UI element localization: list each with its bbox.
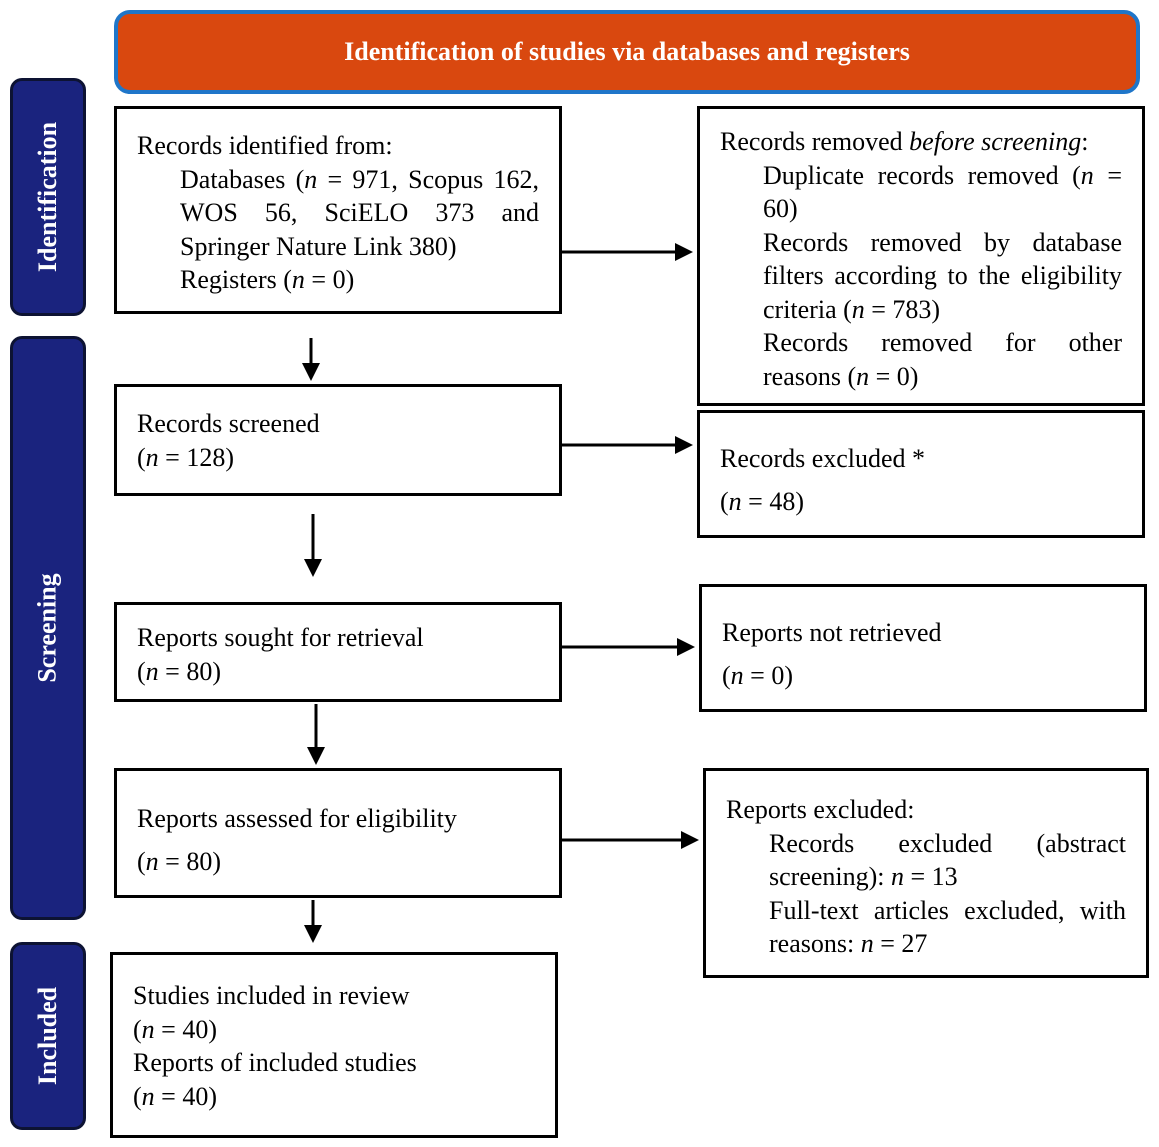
databases-line: Databases (n = 971, Scopus 162, WOS 56, … xyxy=(180,164,540,261)
reports-assessed-title: Reports assessed for eligibility xyxy=(137,804,457,833)
duplicates-line: Duplicate records removed (n = 60) xyxy=(763,160,1122,224)
reports-excluded-box: Reports excluded: Records excluded (abst… xyxy=(703,768,1149,978)
reports-not-retrieved-box: Reports not retrieved (n = 0) xyxy=(699,584,1147,712)
reports-included-count: (n = 40) xyxy=(133,1081,217,1111)
reports-sought-title: Reports sought for retrieval xyxy=(137,623,424,652)
other-reasons-line: Records removed for other reasons (n = 0… xyxy=(763,328,1122,391)
records-excluded-title: Records excluded * xyxy=(720,444,926,473)
reports-excluded-title: Reports excluded: xyxy=(726,795,915,824)
records-identified-box: Records identified from: Databases (n = … xyxy=(114,106,562,314)
filters-line: Records removed by database filters acco… xyxy=(763,227,1122,324)
abstract-screening-line: Records excluded (abstract screening): n… xyxy=(769,828,1126,892)
header-title: Identification of studies via databases … xyxy=(344,37,910,66)
records-identified-title: Records identified from: xyxy=(137,131,393,160)
reports-not-retrieved-title: Reports not retrieved xyxy=(722,618,942,647)
reports-assessed-box: Reports assessed for eligibility (n = 80… xyxy=(114,768,562,898)
records-screened-count: (n = 128) xyxy=(137,442,234,472)
fulltext-excluded-line: Full-text articles excluded, with reason… xyxy=(769,895,1126,959)
reports-assessed-count: (n = 80) xyxy=(137,847,221,876)
records-removed-box: Records removed before screening: Duplic… xyxy=(697,106,1145,406)
reports-sought-box: Reports sought for retrieval (n = 80) xyxy=(114,602,562,702)
registers-line: Registers (n = 0) xyxy=(180,265,355,294)
reports-sought-count: (n = 80) xyxy=(137,656,221,686)
records-excluded-count: (n = 48) xyxy=(720,487,804,516)
records-screened-box: Records screened (n = 128) xyxy=(114,384,562,496)
reports-included-title: Reports of included studies xyxy=(133,1048,417,1077)
stage-identification: Identification xyxy=(10,78,86,316)
studies-included-count: (n = 40) xyxy=(133,1014,217,1044)
records-excluded-box: Records excluded * (n = 48) xyxy=(697,410,1145,538)
stage-screening: Screening xyxy=(10,336,86,920)
records-screened-title: Records screened xyxy=(137,409,320,438)
studies-included-box: Studies included in review (n = 40) Repo… xyxy=(110,952,558,1138)
stage-included: Included xyxy=(10,942,86,1130)
records-removed-title: Records removed before screening: xyxy=(720,127,1089,156)
reports-not-retrieved-count: (n = 0) xyxy=(722,661,793,690)
studies-included-title: Studies included in review xyxy=(133,981,410,1010)
header-banner: Identification of studies via databases … xyxy=(114,10,1140,94)
